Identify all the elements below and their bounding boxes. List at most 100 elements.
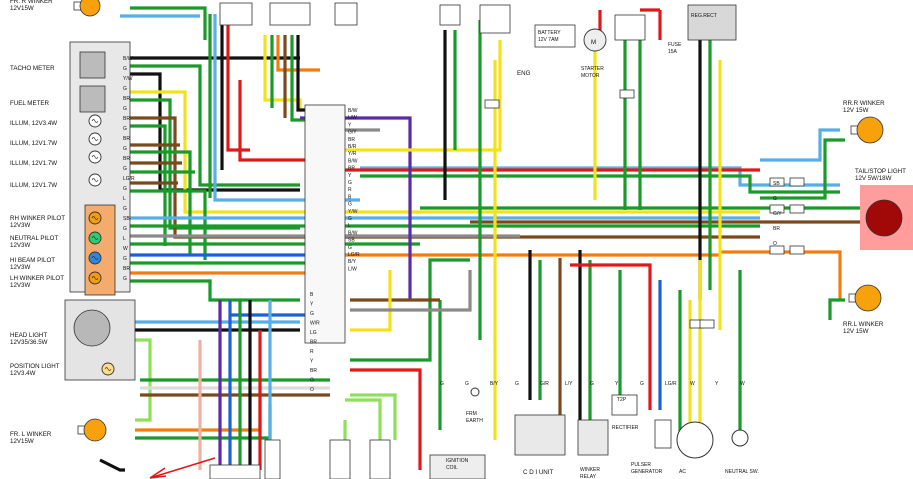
- wire-code-center-bottom: Y: [310, 359, 314, 365]
- wire-code-left: Y/W: [123, 76, 133, 82]
- neutral-pilot-bulb: [88, 231, 102, 245]
- lower-connector-2: [369, 439, 391, 479]
- wire-code-center-top: B/W: [348, 108, 358, 114]
- lh-pilot-bulb: [88, 271, 102, 285]
- wire-code-center-top: L/W: [348, 115, 357, 121]
- wire-code-left: G: [123, 106, 127, 112]
- wire-center-red: [350, 368, 422, 470]
- illum-bulb-1: [88, 114, 102, 128]
- wire-code-center-bottom: BR: [310, 340, 317, 346]
- wire-code-center-top: Y/W: [348, 209, 358, 215]
- wire-code-left: B/W: [123, 56, 133, 62]
- wire-code-center-bottom: Y: [310, 302, 314, 308]
- wire-code-left: BR: [123, 136, 130, 142]
- inline-connector-8: [619, 89, 635, 99]
- wire-illum2-green: [130, 150, 192, 255]
- battery: [534, 24, 576, 48]
- inline-connector-0: [769, 177, 785, 187]
- wire-code-lower: G: [515, 381, 519, 387]
- wire-code-lower: LG/R: [665, 381, 677, 387]
- illum-label-2: ILLUM, 12V1.7W: [10, 140, 57, 147]
- wire-code-center-top: G: [348, 180, 352, 186]
- frm-earth-symbol: [470, 387, 480, 397]
- wire-code-center-bottom: W/R: [310, 321, 320, 327]
- wire-code-left: LG/R: [123, 176, 135, 182]
- wire-sw-yellow: [263, 35, 302, 110]
- wire-rr-r-top-lightblue: [760, 128, 840, 162]
- wire-code-center-top: L: [348, 223, 351, 229]
- wire-code-left: G: [123, 276, 127, 282]
- wire-lower-red: [570, 263, 652, 410]
- wire-yellow-eng: [340, 40, 502, 152]
- rh-pilot-bulb: [88, 211, 102, 225]
- wire-code-center-top: BR: [348, 137, 355, 143]
- wire-code-right: O: [773, 241, 777, 247]
- wire-code-center-bottom: G: [310, 378, 314, 384]
- cdi-unit-label: C D I UNIT: [523, 469, 553, 476]
- illum-bulb-3: [88, 150, 102, 164]
- wire-rr-l-orange: [720, 250, 842, 300]
- wire-code-right: BR: [773, 226, 780, 232]
- ac-label: AC: [679, 469, 686, 475]
- wire-code-center-top: B/W: [348, 158, 358, 164]
- wire-sw-green-2: [290, 35, 310, 122]
- wire-code-lower: Y: [615, 381, 619, 387]
- wire-code-lower: W: [690, 381, 695, 387]
- lower-connector-3: [264, 439, 281, 479]
- wire-code-left: BR: [123, 156, 130, 162]
- wire-code-lower: G: [440, 381, 444, 387]
- reg-rect: [687, 4, 737, 41]
- wire-tacho-green: [130, 64, 300, 187]
- wire-code-left: L: [123, 196, 126, 202]
- wire-tacho-black-2: [130, 72, 300, 192]
- wire-rr-r-top-green: [760, 138, 845, 200]
- position-light-bulb: [101, 362, 115, 376]
- wire-code-center-top: Y: [348, 173, 352, 179]
- reg-rect-label: REG.RECT: [691, 13, 717, 19]
- wire-code-left: SB: [123, 216, 130, 222]
- illum-label-4: ILLUM, 12V1.7W: [10, 182, 57, 189]
- illum-label-1: ILLUM, 12V3.4W: [10, 120, 57, 127]
- component-layer: [64, 0, 913, 479]
- fuel-meter: [79, 85, 106, 113]
- wire-code-center-top: BR: [348, 166, 355, 172]
- ignition-coil: [429, 454, 486, 479]
- fuel-meter-label: FUEL METER: [10, 100, 49, 107]
- wire-sw-black: [296, 35, 340, 112]
- wire-illum-green: [130, 124, 167, 246]
- winker-relay: [577, 419, 609, 456]
- wire-code-left: BR: [123, 96, 130, 102]
- wire-code-center-bottom: B: [310, 292, 314, 298]
- wire-center-gray: [350, 270, 472, 312]
- wire-top-red: [226, 14, 250, 152]
- lower-connector-1: [329, 439, 351, 479]
- inline-connector-3: [789, 204, 805, 214]
- engine-stop-switch: [479, 4, 511, 34]
- wire-code-center-bottom: R: [310, 349, 314, 355]
- wire-lh-pilot-green: [105, 279, 300, 302]
- wire-layer: [99, 6, 860, 472]
- wire-code-center-top: G: [348, 245, 352, 251]
- illum-label-3: ILLUM, 12V1.7W: [10, 160, 57, 167]
- wire-rr-r-green: [360, 174, 840, 194]
- wire-code-left: BR: [123, 116, 130, 122]
- wire-code-left: L: [123, 236, 126, 242]
- neutral-switch: [731, 429, 749, 447]
- wire-code-left: G: [123, 86, 127, 92]
- wire-code-right: G: [773, 196, 777, 202]
- wire-code-center-top: B/Y: [348, 259, 357, 265]
- wire-sw-orange: [276, 35, 320, 72]
- wire-rr-l-green: [828, 298, 845, 320]
- cdi-unit: [514, 414, 566, 456]
- rectifier: [611, 394, 638, 416]
- wire-code-center-top: LG/R: [348, 252, 360, 258]
